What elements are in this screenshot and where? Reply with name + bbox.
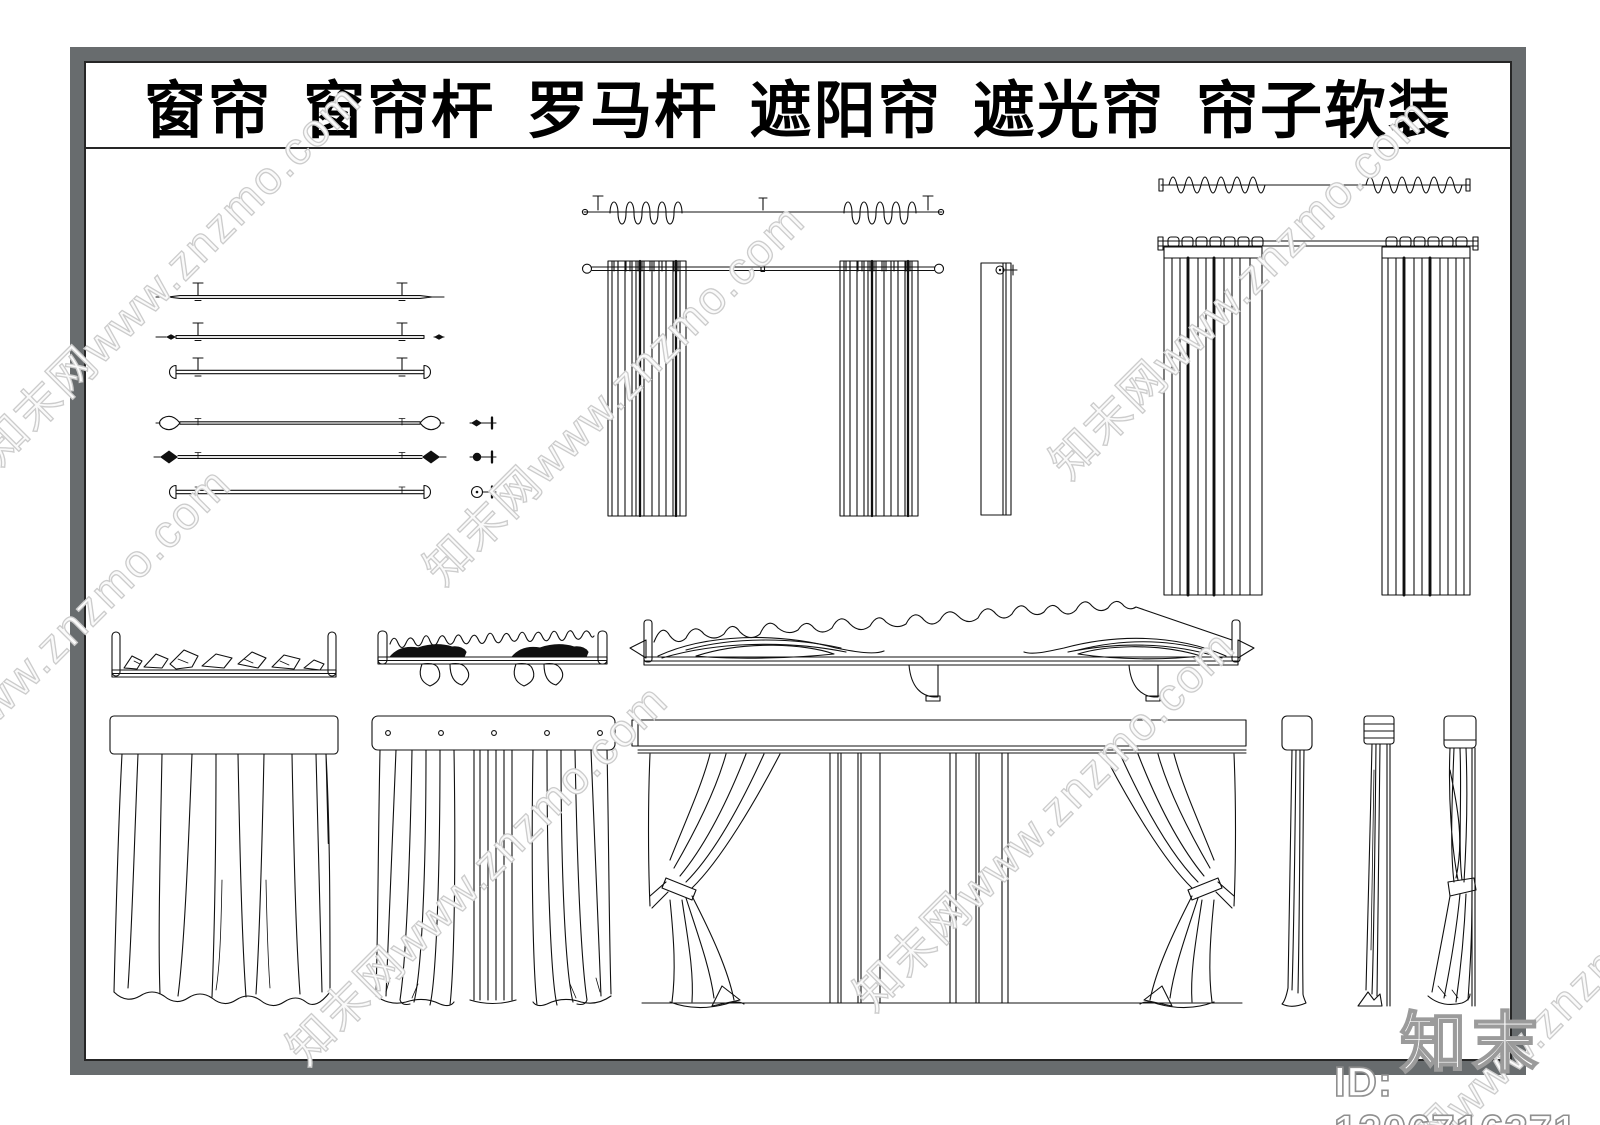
figure-narrow-side-panels	[1281, 715, 1477, 1007]
figure-track-curtain-pair	[1157, 236, 1479, 597]
figure-valance-plan-small	[111, 631, 337, 678]
figure-screw-rail-curtain	[371, 715, 616, 1007]
inner-border: 窗帘 窗帘杆 罗马杆 遮阳帘 遮光帘 帘子软装	[84, 61, 1512, 1061]
figure-curtain-panel-side	[980, 262, 1018, 516]
drawing-frame: 窗帘 窗帘杆 罗马杆 遮阳帘 遮光帘 帘子软装	[70, 47, 1526, 1075]
page-title: 窗帘 窗帘杆 罗马杆 遮阳帘 遮光帘 帘子软装	[143, 77, 1453, 146]
figure-window-curtain-tiebacks	[631, 719, 1247, 1009]
asset-id-label: ID: 1206716371	[1333, 1057, 1577, 1125]
figure-grommet-curtain-pair	[581, 259, 945, 518]
rod-finial-details	[469, 416, 497, 499]
figure-curtain-rods	[153, 282, 497, 500]
figure-gathered-sheer-rod-plan	[581, 195, 945, 225]
figure-valance-plan-wide	[629, 600, 1255, 702]
figure-valance-plan-swag	[377, 630, 608, 687]
title-bar: 窗帘 窗帘杆 罗马杆 遮阳帘 遮光帘 帘子软装	[86, 63, 1510, 149]
znzmo-logo: 知末	[1399, 1005, 1544, 1081]
figure-wave-curtain-plan	[1158, 176, 1471, 194]
figure-box-pelmet-curtain	[109, 715, 339, 1007]
